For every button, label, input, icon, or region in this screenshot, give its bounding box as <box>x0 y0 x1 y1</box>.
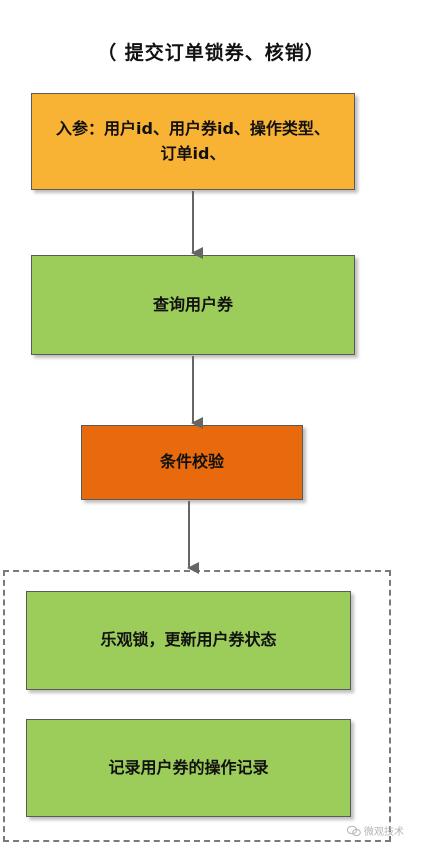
input-params-text: 入参：用户id、用户券id、操作类型、订单id、 <box>56 118 330 163</box>
watermark-text: 微观技术 <box>364 827 404 838</box>
record-log-text: 记录用户券的操作记录 <box>108 757 269 777</box>
condition-check-text: 条件校验 <box>159 452 224 472</box>
record-log-box: 记录用户券的操作记录 <box>26 719 351 817</box>
optimistic-lock-box: 乐观锁，更新用户券状态 <box>26 591 351 690</box>
diagram-title: （ 提交订单锁券、核销） <box>97 42 325 64</box>
condition-check-box: 条件校验 <box>81 425 303 500</box>
query-coupon-text: 查询用户券 <box>152 294 233 314</box>
wechat-icon <box>347 825 361 836</box>
watermark: 微观技术 <box>347 823 404 838</box>
query-coupon-box: 查询用户券 <box>31 255 355 355</box>
optimistic-lock-text: 乐观锁，更新用户券状态 <box>100 630 277 650</box>
input-params-box: 入参：用户id、用户券id、操作类型、订单id、 <box>31 93 355 190</box>
